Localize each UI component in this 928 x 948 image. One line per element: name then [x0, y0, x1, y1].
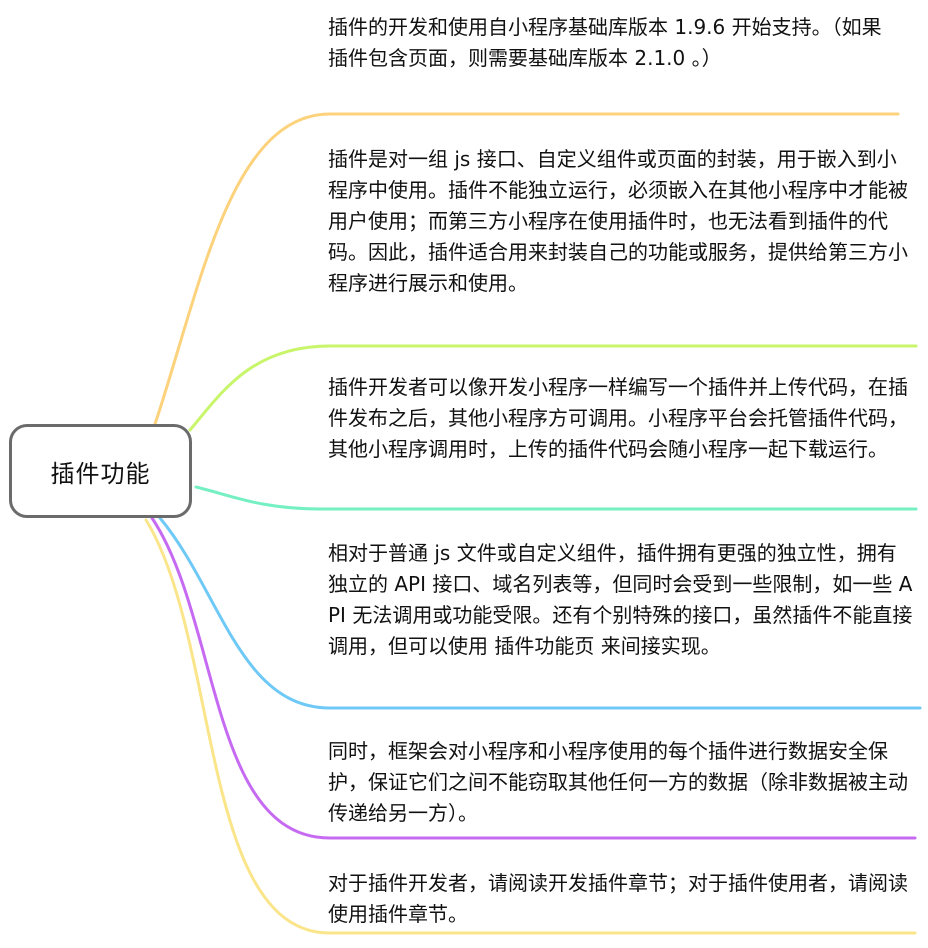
branch-text-1: 插件的开发和使用自小程序基础库版本 1.9.6 开始支持。（如果插件包含页面，则…: [328, 15, 882, 70]
branch-text-3: 插件开发者可以像开发小程序一样编写一个插件并上传代码，在插件发布之后，其他小程序…: [328, 375, 908, 461]
root-node: 插件功能: [9, 424, 192, 518]
branch-text-4: 相对于普通 js 文件或自定义组件，插件拥有更强的独立性，拥有独立的 API 接…: [328, 541, 913, 658]
branch-connector-2: [188, 344, 918, 432]
branch-text-2: 插件是对一组 js 接口、自定义组件或页面的封装，用于嵌入到小程序中使用。插件不…: [328, 147, 908, 295]
branch-connector-1: [153, 112, 900, 426]
branch-connector-4: [158, 516, 922, 710]
branch-connector-6: [144, 518, 917, 935]
branch-connector-3: [194, 485, 918, 511]
branch-text-5: 同时，框架会对小程序和小程序使用的每个插件进行数据安全保护，保证它们之间不能窃取…: [328, 739, 908, 825]
branch-text-6: 对于插件开发者，请阅读开发插件章节；对于插件使用者，请阅读使用插件章节。: [328, 871, 908, 926]
branch-connector-5: [150, 516, 917, 840]
